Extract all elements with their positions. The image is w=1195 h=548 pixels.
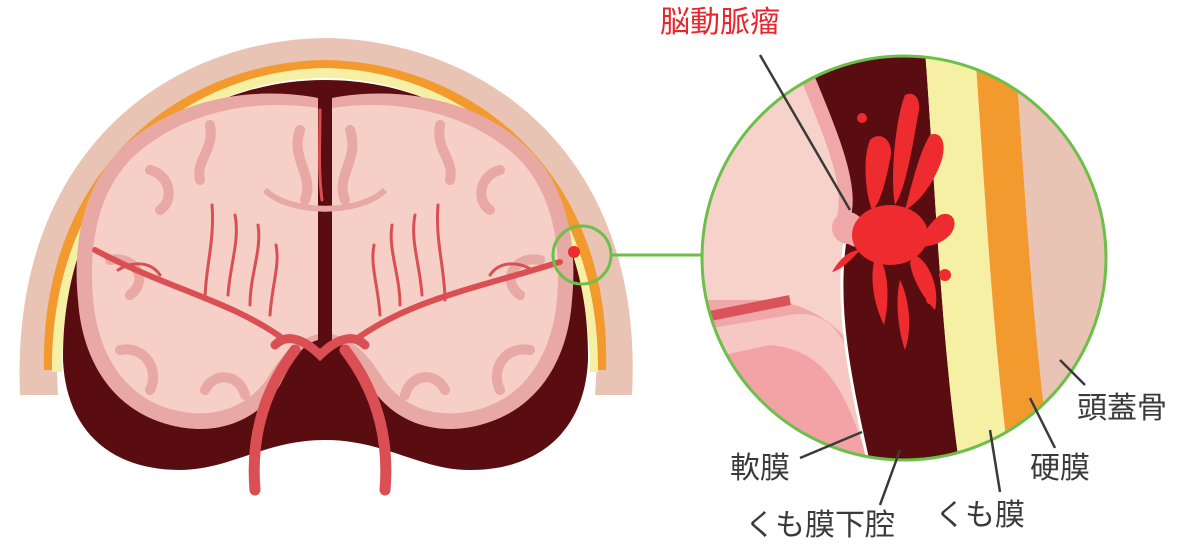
label-pia-mater: 軟膜	[730, 451, 790, 486]
label-skull: 頭蓋骨	[1077, 391, 1167, 426]
head-cross-section	[20, 38, 633, 490]
label-aneurysm: 脳動脈瘤	[660, 5, 780, 40]
label-dura-mater: 硬膜	[1030, 451, 1090, 486]
label-arachnoid: くも膜	[935, 498, 1025, 533]
label-subarachnoid-space: くも膜下腔	[745, 508, 895, 543]
aneurysm-spot	[568, 246, 580, 258]
